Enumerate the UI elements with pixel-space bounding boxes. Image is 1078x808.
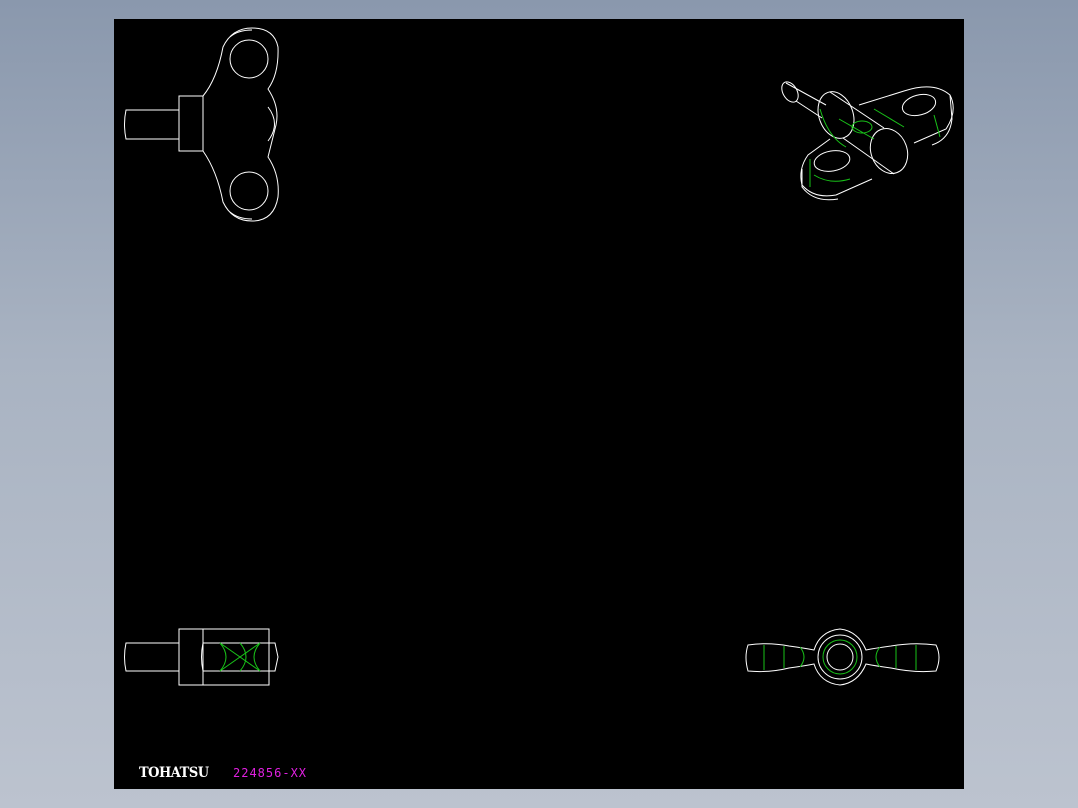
part-number: 224856-XX: [233, 766, 308, 780]
side-view: [124, 628, 279, 686]
isometric-view: [781, 81, 954, 201]
cad-drawing-canvas: [124, 27, 954, 686]
top-view: [745, 628, 940, 686]
manufacturer-logo: TOHATSU: [139, 765, 209, 782]
drawing-sheet: TOHATSU 224856-XX: [114, 19, 964, 789]
front-view: [124, 27, 279, 222]
